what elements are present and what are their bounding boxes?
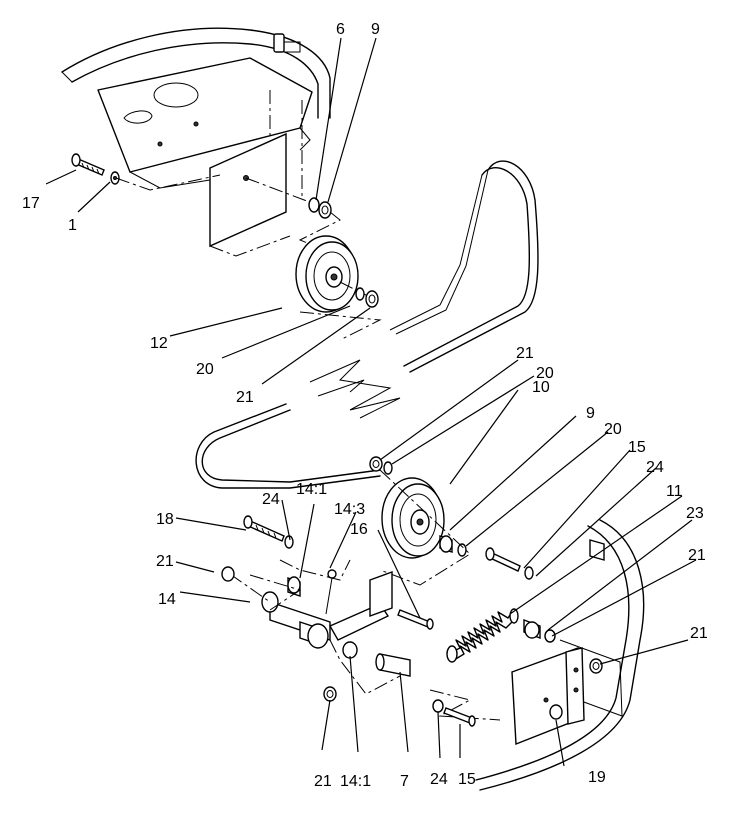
spring-11 [446, 608, 519, 663]
bolt-16 [397, 609, 434, 630]
washer-24-lower [432, 699, 444, 713]
bushing-14-1-upper [287, 576, 301, 597]
callout-1: 1 [68, 217, 77, 234]
callout-11: 11 [666, 483, 683, 500]
callout-15-upper: 15 [628, 439, 646, 456]
pin-7 [375, 653, 411, 677]
bushing-23 [523, 618, 541, 640]
callout-12: 12 [150, 335, 168, 352]
washer-20-upper [355, 287, 365, 301]
washer-24-upper [524, 566, 534, 580]
callout-15-lower: 15 [458, 771, 476, 788]
callout-18: 18 [156, 511, 174, 528]
callout-20-pulley: 20 [536, 365, 554, 382]
callout-24-arm: 24 [262, 491, 280, 508]
callout-14-3: 14:3 [334, 501, 365, 518]
bolt-17 [71, 153, 105, 176]
nut-9-upper [318, 201, 332, 219]
idler-arm-14 [261, 571, 393, 649]
callout-10: 10 [532, 379, 550, 396]
callout-24-upper: 24 [646, 459, 664, 476]
lower-frame [475, 519, 645, 791]
bushing-14-1-lower [342, 641, 358, 659]
washer-1 [110, 171, 120, 185]
callout-21-upper: 21 [236, 389, 254, 406]
bolt-18 [243, 515, 285, 542]
bolt-15-upper [485, 547, 521, 572]
callout-14: 14 [158, 591, 176, 608]
nut-21-bottom [323, 686, 337, 702]
nut-21-upper [365, 290, 379, 308]
callout-21-bottom: 21 [314, 773, 332, 790]
nut-21-lower [369, 456, 383, 472]
callout-20-lower: 20 [604, 421, 622, 438]
callouts: 6 9 17 1 12 20 21 21 20 10 9 20 15 24 11… [22, 21, 708, 790]
upper-mounting-plate [209, 132, 321, 257]
callout-6: 6 [336, 21, 345, 38]
callout-20-upper: 20 [196, 361, 214, 378]
callout-21-pulley: 21 [516, 345, 534, 362]
upper-pulley-12 [295, 235, 359, 313]
idler-pulley-10 [381, 477, 445, 559]
callout-16: 16 [350, 521, 368, 538]
nut-21-arm [221, 566, 235, 582]
callout-21-bracket: 21 [690, 625, 708, 642]
washer-20-spacer [457, 543, 467, 557]
callout-24-lower: 24 [430, 771, 448, 788]
callout-14-1-upper: 14:1 [296, 481, 327, 498]
callout-9-upper: 9 [371, 21, 380, 38]
spacer-9-lower [439, 535, 453, 553]
callout-9-lower: 9 [586, 405, 595, 422]
callout-21-left: 21 [156, 553, 174, 570]
bolt-15-lower [443, 707, 476, 727]
mounting-bracket-19 [511, 647, 585, 746]
nut-21-bracket [589, 658, 603, 674]
callout-17: 17 [22, 195, 40, 212]
callout-23: 23 [686, 505, 704, 522]
washer-6 [308, 197, 320, 213]
upper-frame [61, 27, 331, 200]
callout-14-1-lower: 14:1 [340, 773, 371, 790]
grease-fitting-14-3 [325, 569, 337, 615]
callout-21-right: 21 [688, 547, 706, 564]
nut-21-spring [544, 629, 556, 643]
callout-7: 7 [400, 773, 409, 790]
washer-20-lower [383, 461, 393, 475]
leader-lines [45, 37, 697, 767]
drive-belt [195, 160, 539, 489]
callout-19: 19 [588, 769, 606, 786]
